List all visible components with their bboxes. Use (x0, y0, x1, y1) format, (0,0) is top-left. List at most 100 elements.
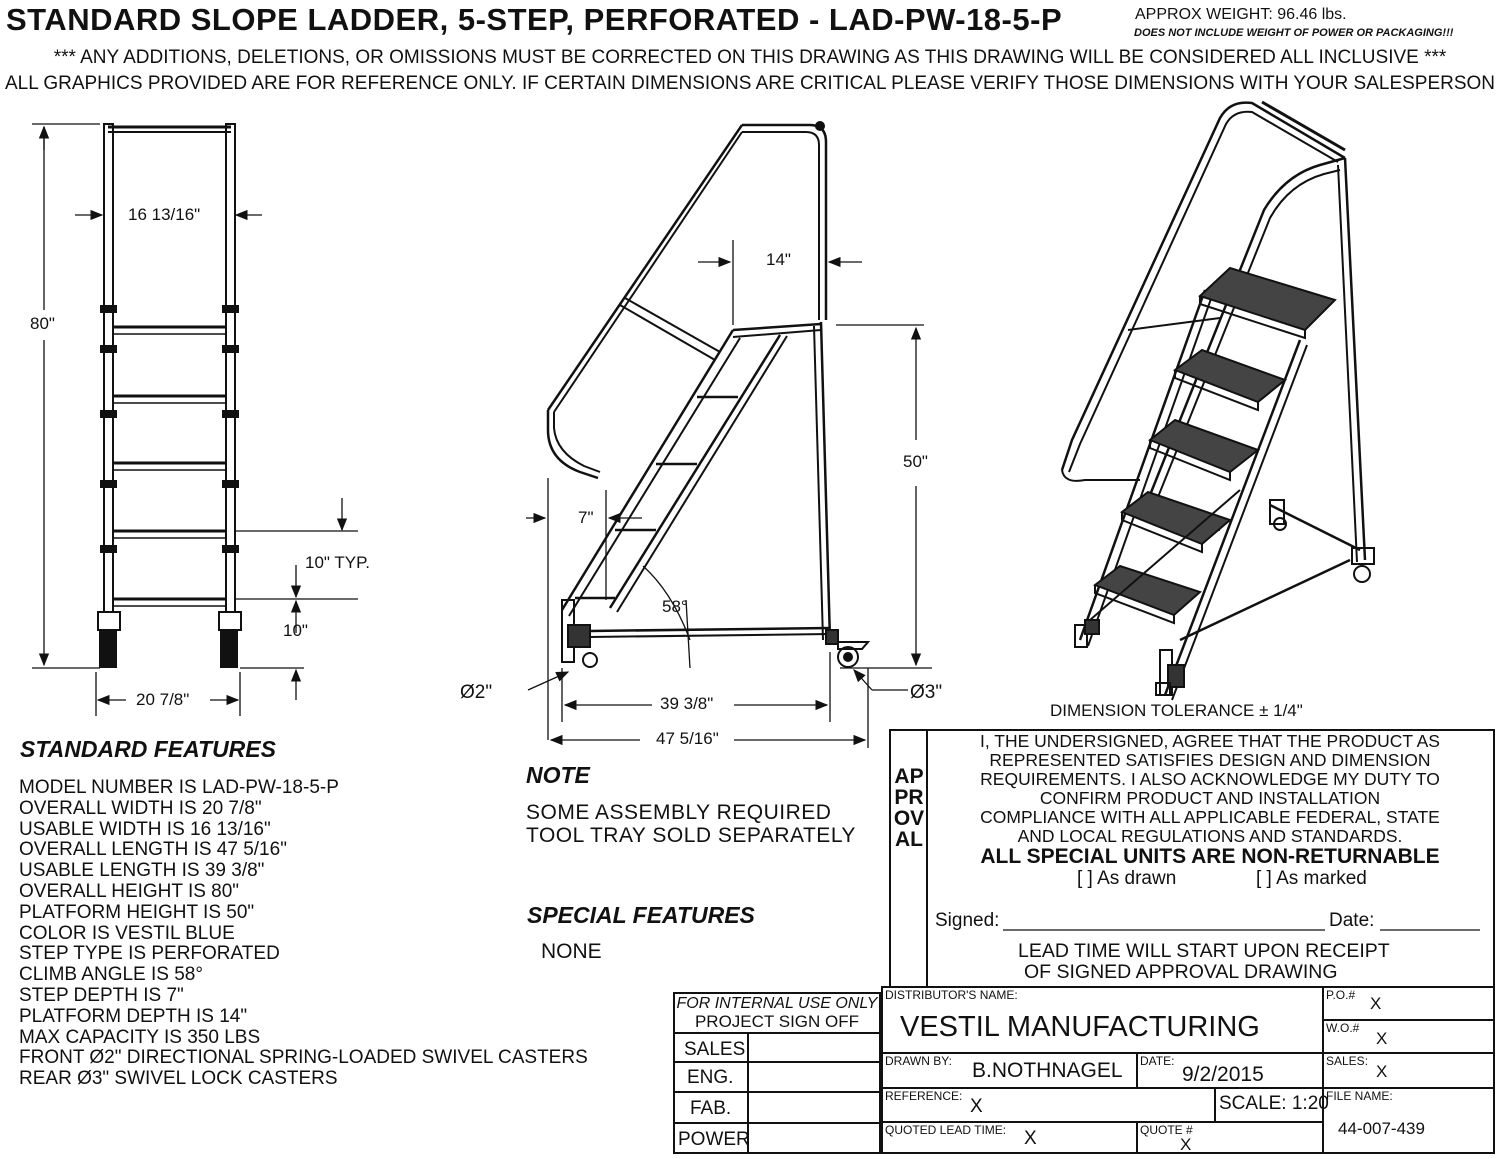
date-block-label: DATE: (1140, 1054, 1175, 1068)
statement-line: REQUIREMENTS. I ALSO ACKNOWLEDGE MY DUTY… (980, 769, 1440, 789)
feature-item: COLOR IS VESTIL BLUE (19, 922, 235, 944)
feature-item: USABLE WIDTH IS 16 13/16" (19, 818, 271, 840)
front-view (97, 123, 242, 668)
special-features-value: NONE (541, 940, 602, 963)
feature-item: STEP TYPE IS PERFORATED (19, 943, 280, 965)
project-sign-off-heading: PROJECT SIGN OFF (694, 1012, 860, 1031)
feature-item: PLATFORM DEPTH IS 14" (19, 1005, 248, 1027)
distributor-name: VESTIL MANUFACTURING (900, 1011, 1260, 1043)
scale-value: SCALE: 1:20 (1219, 1093, 1329, 1114)
feature-item: OVERALL WIDTH IS 20 7/8" (19, 797, 262, 819)
notice-reference: ALL GRAPHICS PROVIDED ARE FOR REFERENCE … (4, 73, 1496, 94)
statement-line: COMPLIANCE WITH ALL APPLICABLE FEDERAL, … (980, 807, 1440, 827)
statement-line: I, THE UNDERSIGNED, AGREE THAT THE PRODU… (980, 731, 1440, 751)
side-view-steps (575, 395, 738, 600)
feature-item: MODEL NUMBER IS LAD-PW-18-5-P (19, 777, 339, 798)
approval-statement: I, THE UNDERSIGNED, AGREE THAT THE PRODU… (930, 732, 1490, 846)
feature-item: CLIMB ANGLE IS 58° (19, 964, 203, 986)
feature-item: USABLE LENGTH IS 39 3/8" (19, 860, 265, 882)
internal-use-heading: FOR INTERNAL USE ONLY (676, 995, 878, 1012)
feature-item: REAR Ø3" SWIVEL LOCK CASTERS (19, 1068, 338, 1090)
sales-value: X (1376, 1062, 1388, 1081)
dim-step-depth: 7" (578, 508, 594, 527)
drawing-title: STANDARD SLOPE LADDER, 5-STEP, PERFORATE… (6, 2, 1063, 37)
special-features-heading: SPECIAL FEATURES (527, 902, 755, 928)
dim-front-caster: Ø2" (460, 682, 493, 703)
signature-field[interactable] (1004, 908, 1324, 930)
dim-overall-height: 80" (30, 314, 55, 333)
dim-usable-length: 39 3/8" (660, 694, 714, 713)
internal-frame (673, 992, 881, 1154)
sign-off-fab-label: FAB. (690, 1098, 732, 1119)
dim-first-step: 10" (283, 621, 308, 640)
distributor-label: DISTRIBUTOR'S NAME: (885, 988, 1018, 1002)
wo-value: X (1376, 1029, 1388, 1048)
as-drawn-checkbox[interactable]: [ ] As drawn (1077, 868, 1177, 889)
statement-line: CONFIRM PRODUCT AND INSTALLATION (1039, 788, 1381, 808)
feature-item: PLATFORM HEIGHT IS 50" (19, 901, 255, 923)
isometric-view (1060, 100, 1375, 701)
file-name-label: FILE NAME: (1326, 1089, 1393, 1103)
drawn-by-label: DRAWN BY: (885, 1054, 952, 1068)
feature-item: MAX CAPACITY IS 350 LBS (19, 1026, 261, 1048)
note-assembly: SOME ASSEMBLY REQUIRED (526, 801, 832, 824)
feature-item: STEP DEPTH IS 7" (19, 984, 184, 1006)
statement-line: AND LOCAL REGULATIONS AND STANDARDS. (1017, 826, 1403, 846)
isometric-step-fronts (1094, 296, 1306, 625)
lead-time-note-1: LEAD TIME WILL START UPON RECEIPT (1018, 940, 1390, 962)
quoted-lead-time-label: QUOTED LEAD TIME: (885, 1123, 1007, 1137)
quote-value: X (1180, 1135, 1192, 1154)
front-view-dimensions (32, 123, 358, 716)
signed-label: Signed: (935, 910, 1000, 931)
front-view-steps (113, 325, 226, 607)
sign-off-sales-label: SALES (684, 1039, 746, 1060)
reference-label: REFERENCE: (885, 1089, 963, 1103)
sign-off-power-field[interactable] (750, 1125, 878, 1152)
sign-off-fab-field[interactable] (750, 1094, 878, 1122)
reference-value: X (970, 1096, 983, 1117)
dim-platform-depth: 14" (766, 250, 791, 269)
dim-usable-width: 16 13/16" (128, 205, 201, 224)
sales-label: SALES: (1326, 1054, 1369, 1068)
dim-overall-length: 47 5/16" (656, 729, 719, 748)
approval-side-label: APPROVAL (893, 765, 925, 851)
po-value: X (1370, 994, 1382, 1013)
dim-step-spacing: 10" TYP. (305, 553, 370, 572)
standard-features-list: MODEL NUMBER IS LAD-PW-18-5-P OVERALL WI… (19, 777, 588, 1090)
dim-overall-width: 20 7/8" (136, 690, 190, 709)
wo-label: W.O.# (1326, 1021, 1360, 1035)
standard-features-heading: STANDARD FEATURES (20, 736, 276, 762)
po-label: P.O.# (1326, 988, 1356, 1002)
lead-time-note-2: OF SIGNED APPROVAL DRAWING (1024, 961, 1338, 983)
isometric-steps (1092, 266, 1337, 617)
non-returnable-notice: ALL SPECIAL UNITS ARE NON-RETURNABLE (980, 845, 1440, 868)
as-marked-checkbox[interactable]: [ ] As marked (1256, 868, 1367, 889)
feature-item: OVERALL LENGTH IS 47 5/16" (19, 839, 287, 861)
statement-line: REPRESENTED SATISFIES DESIGN AND DIMENSI… (989, 750, 1431, 770)
sign-off-sales-field[interactable] (750, 1035, 878, 1061)
dim-platform-height: 50" (903, 452, 928, 471)
sign-off-eng-label: ENG. (687, 1067, 734, 1088)
side-view (546, 121, 871, 668)
note-tool-tray: TOOL TRAY SOLD SEPARATELY (526, 824, 856, 847)
date-value: 9/2/2015 (1182, 1063, 1264, 1086)
quote-label: QUOTE # (1140, 1123, 1193, 1137)
dim-rear-caster: Ø3" (910, 682, 943, 703)
drawn-by-value: B.NOTHNAGEL (972, 1059, 1123, 1082)
weight-note: DOES NOT INCLUDE WEIGHT OF POWER OR PACK… (1134, 27, 1454, 39)
feature-item: OVERALL HEIGHT IS 80" (19, 880, 240, 902)
front-view-brackets (100, 305, 239, 553)
feature-item: FRONT Ø2" DIRECTIONAL SPRING-LOADED SWIV… (19, 1047, 588, 1069)
dim-climb-angle: 58° (662, 597, 688, 616)
quoted-lead-time-value: X (1024, 1128, 1037, 1149)
date-label: Date: (1329, 910, 1375, 931)
title-block-frame (881, 986, 1495, 1154)
date-field[interactable] (1381, 908, 1479, 930)
dimension-tolerance: DIMENSION TOLERANCE ± 1/4" (1050, 701, 1303, 720)
file-name-value: 44-007-439 (1338, 1119, 1425, 1138)
approx-weight: APPROX WEIGHT: 96.46 lbs. (1135, 6, 1347, 23)
side-view-dimensions (526, 240, 932, 748)
sign-off-eng-field[interactable] (750, 1064, 878, 1091)
note-heading: NOTE (526, 762, 590, 788)
